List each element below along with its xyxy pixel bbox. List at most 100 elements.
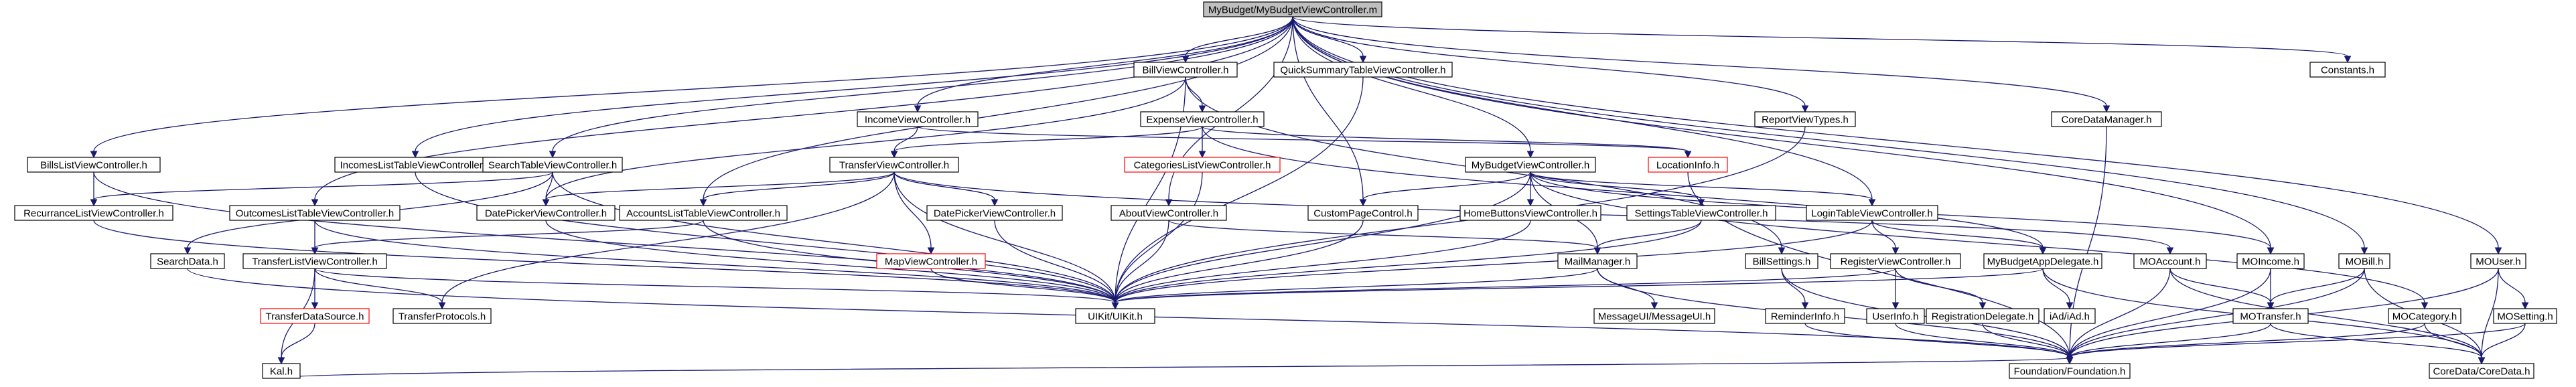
node-settings-table[interactable]: SettingsTableViewController.h xyxy=(1626,205,1776,221)
node-reg-delegate[interactable]: RegistrationDelegate.h xyxy=(1926,308,2040,324)
edge-transfer-vc-to-datepicker-vc xyxy=(542,171,895,207)
node-reminder[interactable]: ReminderInfo.h xyxy=(1765,308,1845,324)
node-box xyxy=(1140,111,1265,127)
node-label: BillsListViewController.h xyxy=(40,160,147,171)
node-income-vc[interactable]: IncomeViewController.h xyxy=(857,111,979,127)
graph-nodes: MyBudget/MyBudgetViewController.mBillsLi… xyxy=(14,1,2557,379)
node-box xyxy=(2236,253,2305,269)
node-constants[interactable]: Constants.h xyxy=(2309,62,2386,78)
node-label: Kal.h xyxy=(270,366,293,378)
node-label: AboutViewController.h xyxy=(1119,208,1218,220)
node-bills-list[interactable]: BillsListViewController.h xyxy=(27,157,161,173)
edge-mybudget-vc-to-custom-page xyxy=(1359,171,1531,207)
node-label: MOSetting.h xyxy=(2497,311,2553,323)
node-expense-vc[interactable]: ExpenseViewController.h xyxy=(1140,111,1265,127)
edge-accounts-list-to-transfer-list xyxy=(311,220,704,255)
node-label: QuickSummaryTableViewController.h xyxy=(1280,65,1445,76)
edge-root-to-constants xyxy=(1292,16,2352,64)
node-label: CoreData/CoreData.h xyxy=(2433,366,2530,378)
node-mybudget-vc[interactable]: MyBudgetViewController.h xyxy=(1465,157,1596,173)
node-box xyxy=(1626,205,1776,221)
node-transfer-protocols[interactable]: TransferProtocols.h xyxy=(392,308,492,324)
node-bill-settings[interactable]: BillSettings.h xyxy=(1745,253,1818,269)
edge-root-to-about-vc xyxy=(1165,16,1293,207)
node-custom-page[interactable]: CustomPageControl.h xyxy=(1307,205,1419,221)
node-search-table[interactable]: SearchTableViewController.h xyxy=(482,157,623,173)
node-mouser[interactable]: MOUser.h xyxy=(2470,253,2526,269)
edge-root-to-login-table xyxy=(1292,16,1876,207)
node-label: MOBill.h xyxy=(2346,256,2384,268)
node-box xyxy=(1459,205,1601,221)
node-datepicker-vc[interactable]: DatePickerViewController.h xyxy=(476,205,616,221)
node-outcomes-list[interactable]: OutcomesListTableViewController.h xyxy=(229,205,401,221)
node-label: RegistrationDelegate.h xyxy=(1932,311,2034,323)
edge-root-to-outcomes-list xyxy=(311,16,1293,207)
node-report-types[interactable]: ReportViewTypes.h xyxy=(1754,111,1856,127)
node-coredata[interactable]: CoreData/CoreData.h xyxy=(2429,363,2534,379)
edge-mosetting-to-coredata xyxy=(2478,323,2526,365)
edge-register-vc-to-userinfo xyxy=(1891,268,1900,310)
node-messageui[interactable]: MessageUI/MessageUI.h xyxy=(1593,308,1715,324)
node-transfer-ds[interactable]: TransferDataSource.h xyxy=(260,308,370,324)
node-label: CoreDataManager.h xyxy=(2061,114,2151,126)
node-accounts-list[interactable]: AccountsListTableViewController.h xyxy=(619,205,788,221)
node-transfer-list[interactable]: TransferListViewController.h xyxy=(242,253,387,269)
node-userinfo[interactable]: UserInfo.h xyxy=(1866,308,1925,324)
node-mocategory[interactable]: MOCategory.h xyxy=(2388,308,2461,324)
node-about-vc[interactable]: AboutViewController.h xyxy=(1111,205,1227,221)
node-box xyxy=(242,253,387,269)
node-box xyxy=(1124,157,1281,173)
edge-income-vc-to-location-info xyxy=(917,126,1692,159)
edge-bill-vc-to-datepicker-vc xyxy=(542,76,1186,207)
node-motransfer[interactable]: MOTransfer.h xyxy=(2232,308,2309,324)
node-transfer-vc[interactable]: TransferViewController.h xyxy=(829,157,959,173)
node-label: AccountsListTableViewController.h xyxy=(626,208,780,220)
node-label: IncomeViewController.h xyxy=(865,114,971,126)
node-mobill[interactable]: MOBill.h xyxy=(2338,253,2390,269)
edge-kal-to-foundation xyxy=(281,350,2074,379)
node-location-info[interactable]: LocationInfo.h xyxy=(1648,157,1728,173)
node-box xyxy=(1648,157,1728,173)
edge-login-table-to-app-delegate xyxy=(1871,220,2047,255)
node-categories-list[interactable]: CategoriesListViewController.h xyxy=(1124,157,1281,173)
node-search-data[interactable]: SearchData.h xyxy=(150,253,225,269)
node-label: MOTransfer.h xyxy=(2240,311,2301,323)
node-login-table[interactable]: LoginTableViewController.h xyxy=(1806,205,1938,221)
node-box xyxy=(876,253,986,269)
node-box xyxy=(1203,1,1382,17)
node-uikit[interactable]: UIKit/UIKit.h xyxy=(1075,308,1155,324)
node-app-delegate[interactable]: MyBudgetAppDelegate.h xyxy=(1983,253,2102,269)
node-box xyxy=(260,308,370,324)
node-iad[interactable]: iAd/iAd.h xyxy=(2044,308,2096,324)
node-box xyxy=(619,205,788,221)
node-moincome[interactable]: MOIncome.h xyxy=(2236,253,2305,269)
node-label: OutcomesListTableViewController.h xyxy=(236,208,395,220)
node-recurrance-list[interactable]: RecurranceListViewController.h xyxy=(14,205,173,221)
edge-expense-vc-to-categories-list xyxy=(1198,127,1206,159)
node-box xyxy=(1765,308,1845,324)
edge-app-delegate-to-uikit xyxy=(1111,268,2044,310)
node-label: UserInfo.h xyxy=(1872,311,1918,323)
node-home-buttons[interactable]: HomeButtonsViewController.h xyxy=(1459,205,1601,221)
edge-register-vc-to-reg-delegate xyxy=(1895,268,1987,310)
node-box xyxy=(1465,157,1596,173)
node-quick-summary[interactable]: QuickSummaryTableViewController.h xyxy=(1273,62,1453,78)
node-bill-vc[interactable]: BillViewController.h xyxy=(1133,62,1238,78)
node-label: MapViewController.h xyxy=(885,256,977,268)
node-incomes-list[interactable]: IncomesListTableViewController.h xyxy=(334,157,496,173)
node-foundation[interactable]: Foundation/Foundation.h xyxy=(2009,363,2131,379)
node-kal[interactable]: Kal.h xyxy=(262,363,301,379)
node-register-vc[interactable]: RegisterViewController.h xyxy=(1830,253,1961,269)
node-label: BillViewController.h xyxy=(1143,65,1229,76)
node-core-data-mgr[interactable]: CoreDataManager.h xyxy=(2051,111,2162,127)
node-box xyxy=(229,205,401,221)
node-mail-mgr[interactable]: MailManager.h xyxy=(1557,253,1638,269)
node-box xyxy=(392,308,492,324)
node-moaccount[interactable]: MOAccount.h xyxy=(2133,253,2207,269)
node-datepicker-view-vc[interactable]: DatePickerViewController.h xyxy=(926,205,1063,221)
node-root[interactable]: MyBudget/MyBudgetViewController.m xyxy=(1203,1,1382,17)
node-box xyxy=(2232,308,2309,324)
node-mosetting[interactable]: MOSetting.h xyxy=(2493,308,2557,324)
edge-categories-list-to-uikit xyxy=(1111,171,1203,310)
node-map-vc[interactable]: MapViewController.h xyxy=(876,253,986,269)
